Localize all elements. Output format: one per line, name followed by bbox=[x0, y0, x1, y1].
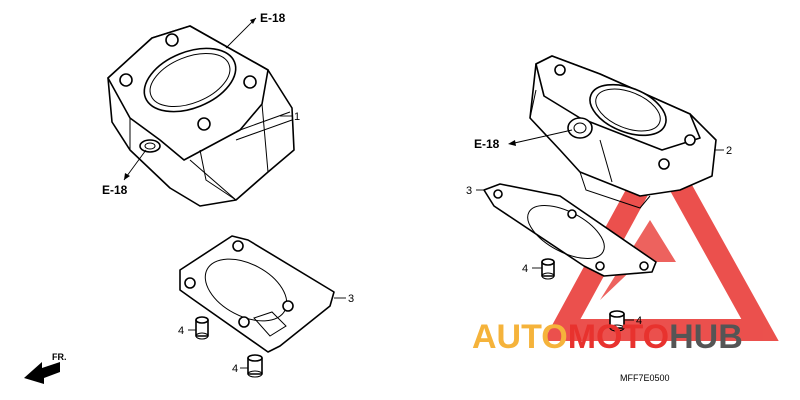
gasket-left bbox=[179, 235, 335, 353]
callout-part-4-c: 4 bbox=[522, 263, 528, 275]
callout-part-3-right: 3 bbox=[466, 185, 472, 197]
ref-e18-top: E-18 bbox=[260, 11, 286, 25]
leader-e18-top bbox=[225, 17, 257, 49]
watermark-word-auto: AUTO bbox=[472, 318, 568, 356]
callout-part-2: 2 bbox=[726, 145, 732, 157]
callout-part-4-a: 4 bbox=[178, 325, 184, 337]
callout-part-1: 1 bbox=[294, 111, 300, 123]
dowel-pin-right-b bbox=[609, 310, 625, 332]
arrowhead-e18-left bbox=[124, 173, 130, 180]
cylinder-left bbox=[107, 25, 295, 207]
leader-e18-right bbox=[509, 129, 573, 145]
watermark-word-hub: HUB bbox=[669, 318, 743, 356]
watermark-text: AUTOMOTOHUB bbox=[472, 318, 743, 356]
arrowhead-e18-top bbox=[250, 18, 256, 24]
dowel-pin-left-b bbox=[247, 354, 263, 378]
callout-part-3-left: 3 bbox=[348, 293, 354, 305]
dowel-pin-left-a bbox=[195, 316, 209, 340]
front-direction-arrow: FR. bbox=[24, 352, 67, 384]
watermark-word-moto: MOTO bbox=[568, 318, 669, 356]
cylinder-right bbox=[529, 55, 717, 209]
drawing-code: MFF7E0500 bbox=[620, 373, 670, 383]
ref-e18-left: E-18 bbox=[102, 183, 128, 197]
ref-e18-right: E-18 bbox=[474, 137, 500, 151]
callout-part-4-b: 4 bbox=[232, 363, 238, 375]
arrowhead-e18-right bbox=[508, 140, 516, 146]
callout-part-4-d: 4 bbox=[636, 315, 642, 327]
gasket-right bbox=[483, 183, 657, 277]
front-arrow-label: FR. bbox=[52, 352, 67, 362]
dowel-pin-right-a bbox=[541, 258, 555, 280]
